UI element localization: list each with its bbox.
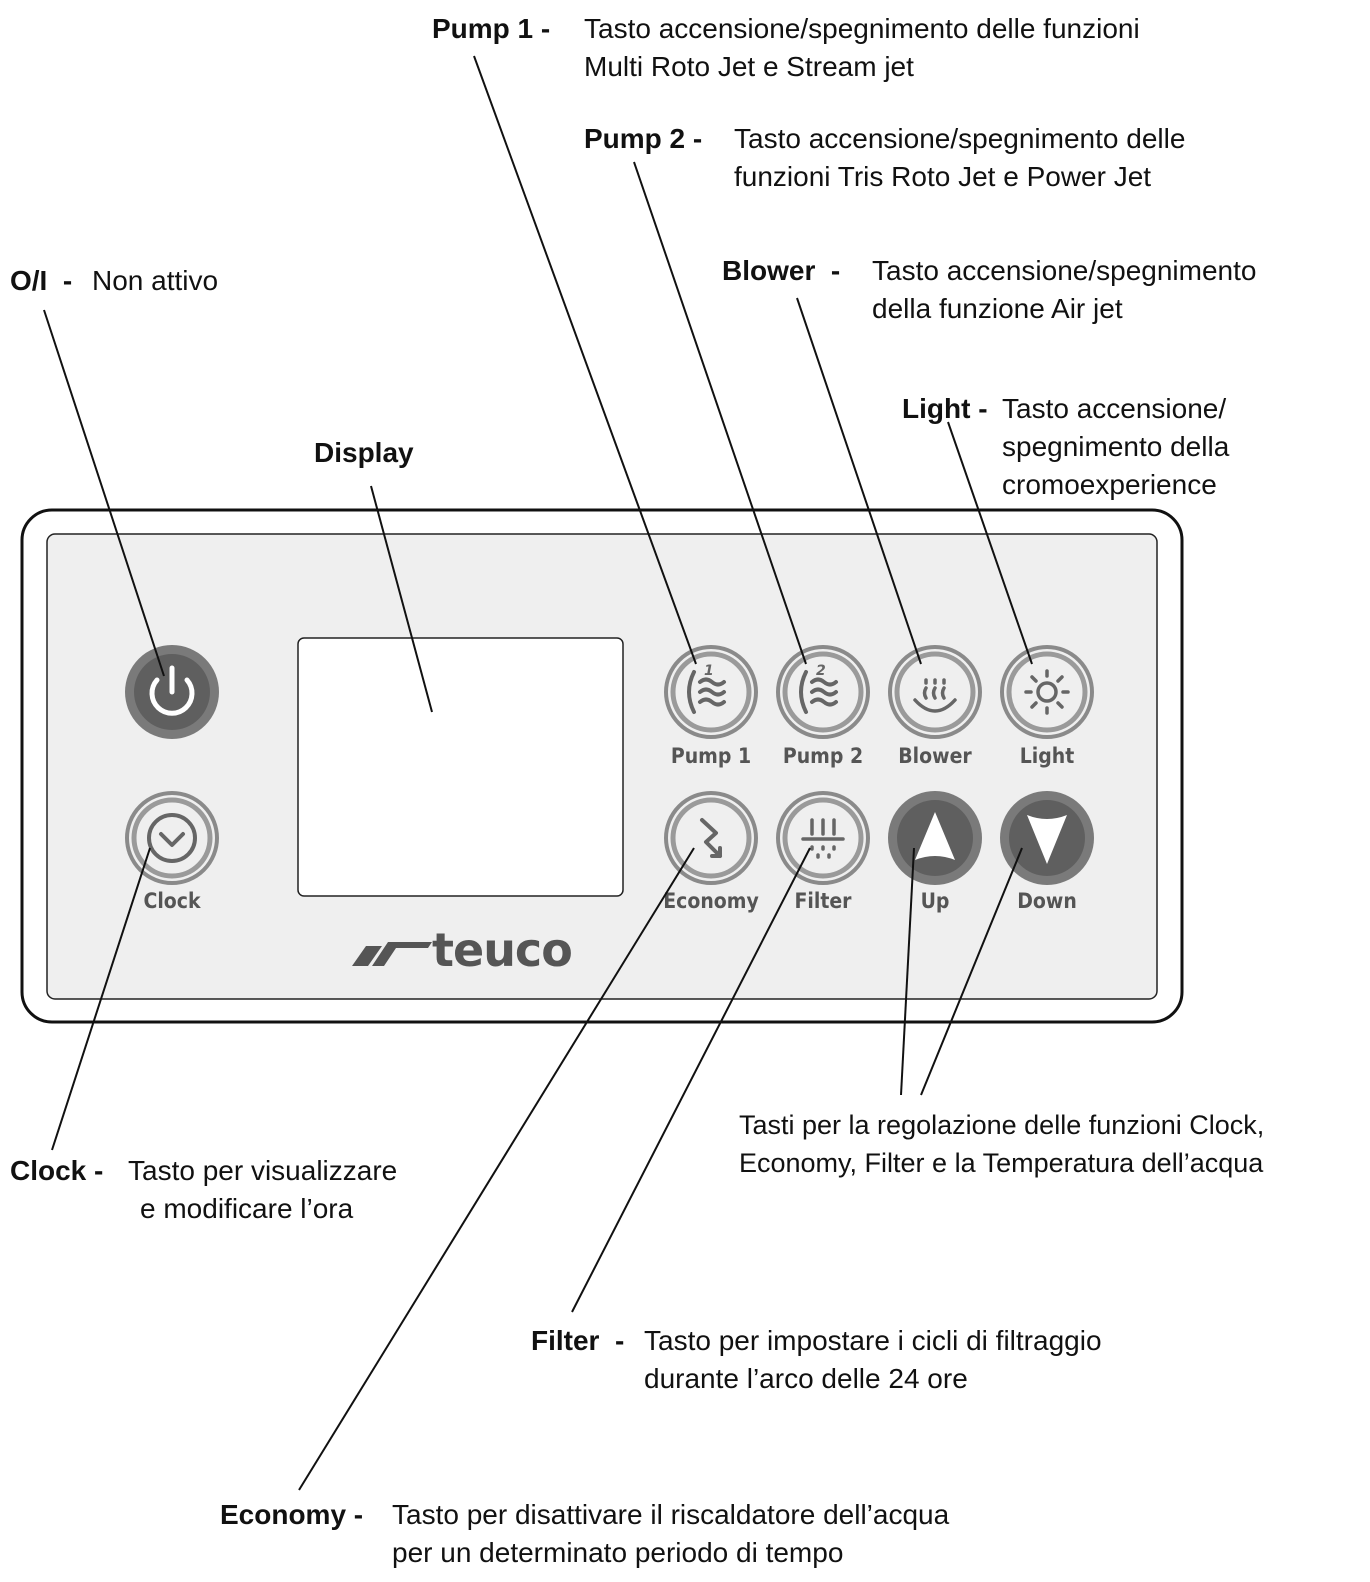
- blower-button[interactable]: [888, 645, 982, 739]
- down-arrow-icon: [1027, 815, 1067, 864]
- down-button[interactable]: [1000, 791, 1094, 885]
- callout-light-line3: cromoexperience: [1002, 469, 1217, 500]
- down-button-label: Down: [1017, 889, 1077, 913]
- callout-filter: Filter - Tasto per impostare i cicli di f…: [531, 1322, 1102, 1398]
- up-arrow-icon: [915, 812, 955, 860]
- pump2-badge: 2: [816, 663, 826, 679]
- callout-filter-line2: durante l’arco delle 24 ore: [644, 1363, 968, 1394]
- up-button-label: Up: [921, 889, 950, 913]
- pump1-button-label: Pump 1: [671, 744, 751, 768]
- callout-pump1-line2: Multi Roto Jet e Stream jet: [584, 51, 914, 82]
- light-icon: [1024, 669, 1070, 715]
- callout-economy: Economy - Tasto per disattivare il riscal…: [220, 1496, 949, 1572]
- economy-button-label: Economy: [663, 889, 759, 913]
- brand-name: teuco: [432, 923, 572, 977]
- callout-clock-line1: Tasto per visualizzare: [128, 1155, 398, 1186]
- callout-blower: Blower - Tasto accensione/spegnimento dell…: [722, 252, 1256, 328]
- blower-button-label: Blower: [898, 744, 972, 768]
- leader-display: [370, 485, 433, 713]
- callout-updown-line1: Tasti per la regolazione delle funzioni …: [739, 1110, 1265, 1140]
- callout-display-key: Display: [314, 437, 414, 468]
- callout-filter-line1: Tasto per impostare i cicli di filtraggi…: [644, 1325, 1102, 1356]
- callout-pump1-key: Pump 1 -: [432, 13, 551, 44]
- callout-display: Display: [314, 434, 414, 472]
- filter-button-label: Filter: [794, 889, 852, 913]
- pump2-icon: [799, 670, 838, 714]
- leader-down: [920, 847, 1023, 1096]
- clock-button[interactable]: [125, 791, 219, 885]
- callout-economy-line1: Tasto per disattivare il riscaldatore de…: [392, 1499, 950, 1530]
- callout-light-key: Light -: [902, 393, 988, 424]
- callout-economy-line2: per un determinato periodo di tempo: [392, 1537, 844, 1568]
- pump1-badge: 1: [704, 663, 714, 679]
- pump1-button[interactable]: [664, 645, 758, 739]
- callout-pump2: Pump 2 - Tasto accensione/spegnimento del…: [584, 120, 1185, 196]
- callout-pump2-line2: funzioni Tris Roto Jet e Power Jet: [734, 161, 1152, 192]
- blower-icon: [913, 678, 957, 713]
- filter-icon: [801, 818, 845, 859]
- callout-economy-key: Economy -: [220, 1499, 364, 1530]
- pump1-icon: [687, 670, 726, 714]
- panel-face: [46, 533, 1158, 1000]
- callout-filter-key: Filter -: [531, 1325, 625, 1356]
- callout-updown: Tasti per la regolazione delle funzioni …: [739, 1106, 1264, 1182]
- up-button[interactable]: [888, 791, 982, 885]
- filter-button[interactable]: [776, 791, 870, 885]
- callout-clock-line2: e modificare l’ora: [140, 1193, 354, 1224]
- callout-oi-key: O/I -: [10, 265, 73, 296]
- leader-clock: [51, 847, 151, 1151]
- clock-button-label: Clock: [143, 889, 201, 913]
- callout-clock-key: Clock -: [10, 1155, 104, 1186]
- clock-icon: [147, 813, 197, 863]
- economy-icon: [700, 818, 722, 858]
- pump2-button-label: Pump 2: [783, 744, 863, 768]
- callout-oi-line1: Non attivo: [92, 265, 219, 296]
- leader-pump2: [633, 161, 807, 665]
- power-button[interactable]: [125, 645, 219, 739]
- economy-button[interactable]: [664, 791, 758, 885]
- panel-outer-frame: [20, 508, 1184, 1024]
- callout-oi: O/I - Non attivo: [10, 262, 218, 300]
- callout-updown-line2: Economy, Filter e la Temperatura dell’ac…: [739, 1148, 1264, 1178]
- callout-pump2-line1: Tasto accensione/spegnimento delle: [734, 123, 1186, 154]
- leader-up: [900, 847, 915, 1096]
- callout-pump1-line1: Tasto accensione/spegnimento delle funzi…: [584, 13, 1140, 44]
- callout-light-line1: Tasto accensione/: [1002, 393, 1227, 424]
- leader-filter: [571, 847, 811, 1313]
- power-icon: [149, 665, 195, 716]
- callout-light: Light - Tasto accensione/spegnimento dell…: [902, 390, 1229, 504]
- callout-blower-key: Blower -: [722, 255, 841, 286]
- light-button-label: Light: [1020, 744, 1075, 768]
- teuco-logo: teuco: [352, 923, 573, 977]
- light-button[interactable]: [1000, 645, 1094, 739]
- callout-blower-line1: Tasto accensione/spegnimento: [872, 255, 1257, 286]
- leader-oi: [43, 309, 165, 677]
- callout-clock: Clock - Tasto per visualizzare e modificar…: [10, 1152, 397, 1228]
- display-screen: [297, 637, 624, 897]
- callout-pump1: Pump 1 - Tasto accensione/spegnimento del…: [432, 10, 1140, 86]
- callout-pump2-key: Pump 2 -: [584, 123, 703, 154]
- pump2-button[interactable]: [776, 645, 870, 739]
- callout-light-line2: spegnimento della: [1002, 431, 1230, 462]
- callout-blower-line2: della funzione Air jet: [872, 293, 1123, 324]
